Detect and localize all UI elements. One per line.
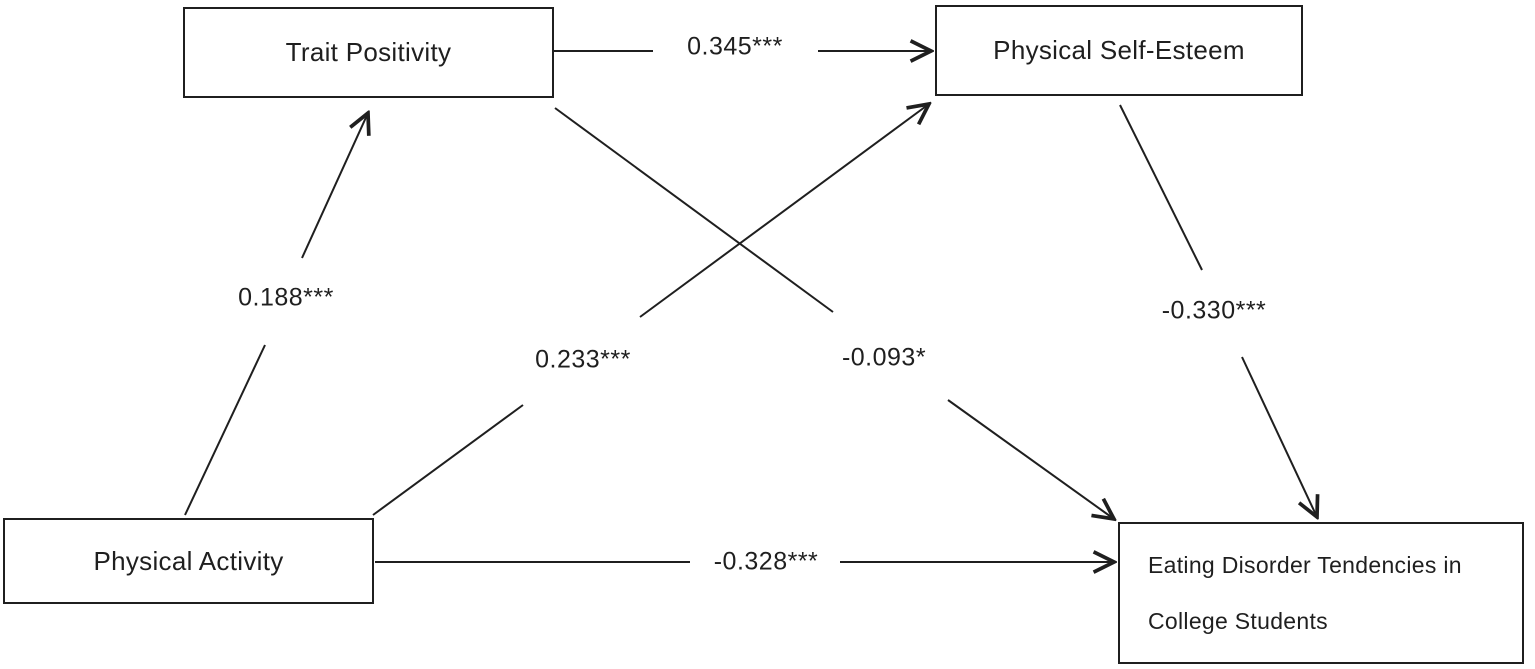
node-trait-positivity: Trait Positivity	[183, 7, 554, 98]
edge-tp-to-ed-segment2	[947, 399, 1114, 519]
node-physical-self-esteem: Physical Self-Esteem	[935, 5, 1303, 96]
node-eating-disorder-label-line1: Eating Disorder Tendencies in	[1148, 552, 1462, 578]
edge-label-tp-to-ed: -0.093*	[839, 343, 929, 373]
node-physical-activity-label: Physical Activity	[93, 545, 284, 576]
edge-pse-to-ed-segment2	[1241, 356, 1317, 517]
edge-label-tp-to-pse: 0.345***	[685, 32, 785, 62]
node-physical-self-esteem-label: Physical Self-Esteem	[993, 35, 1245, 65]
node-trait-positivity-label: Trait Positivity	[285, 37, 452, 67]
edge-pa-to-pse-segment1	[372, 404, 524, 516]
node-eating-disorder-tendencies: Eating Disorder Tendencies in College St…	[1118, 522, 1524, 664]
edge-label-pse-to-ed: -0.330***	[1159, 296, 1269, 326]
node-eating-disorder-label-line2: College Students	[1148, 608, 1328, 634]
edge-pa-to-tp-segment2	[301, 113, 368, 259]
edge-label-pa-to-ed: -0.328***	[711, 547, 821, 577]
edge-pse-to-ed-segment1	[1119, 104, 1203, 271]
edge-label-pa-to-pse: 0.233***	[533, 345, 633, 375]
edge-pa-to-tp-segment1	[184, 344, 266, 516]
edge-tp-to-ed-segment1	[554, 107, 834, 313]
edge-label-pa-to-tp: 0.188***	[236, 283, 336, 313]
node-physical-activity: Physical Activity	[3, 518, 374, 604]
edge-pa-to-pse-segment2	[639, 104, 929, 318]
